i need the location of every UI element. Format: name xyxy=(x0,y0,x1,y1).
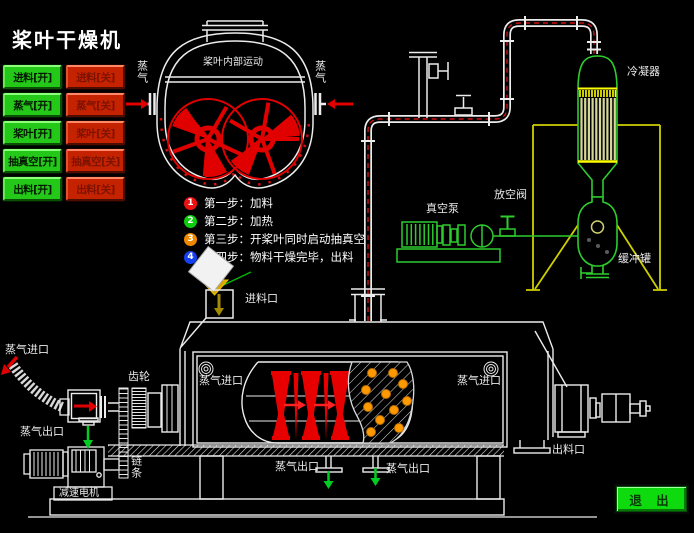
step-1-text: 第一步：加料 xyxy=(204,196,273,210)
sight-glass-icon xyxy=(590,220,605,234)
steam-close-button[interactable]: 蒸气[关] xyxy=(66,93,125,117)
chain-label: 链条 xyxy=(129,455,143,479)
discharge-close-button[interactable]: 出料[关] xyxy=(66,177,125,201)
standpipe-and-valves xyxy=(409,51,473,118)
step-2-badge: 2 xyxy=(184,214,197,228)
vessel-steam-right-label: 蒸气 xyxy=(313,60,327,84)
feed-close-button[interactable]: 进料[关] xyxy=(66,65,125,89)
drain-steam-outlet-right-label: 蒸气出口 xyxy=(386,462,430,475)
gear-motor-label: 减速电机 xyxy=(59,488,99,499)
step-2: 2 第二步：加热 xyxy=(184,213,273,229)
paddle-wheel-left xyxy=(167,98,249,180)
window-steam-inlet-left-label: 蒸气进口 xyxy=(199,374,243,387)
vacuum-close-button[interactable]: 抽真空[关] xyxy=(66,149,125,173)
discharge-port-label: 出料口 xyxy=(552,443,585,456)
left-steam-outlet-label: 蒸气出口 xyxy=(20,425,64,438)
drain-right-arrow-icon xyxy=(370,478,381,486)
vessel-steam-left-label: 蒸气 xyxy=(135,60,149,84)
feed-arrow-icon xyxy=(214,308,224,316)
drain-left-arrow-icon xyxy=(323,481,334,489)
step-1: 1 第一步：加料 xyxy=(184,195,273,211)
step-1-badge: 1 xyxy=(184,196,197,210)
gear-label: 齿轮 xyxy=(128,370,150,383)
feed-assembly xyxy=(187,245,252,319)
buffer-tank-label: 缓冲罐 xyxy=(618,252,651,265)
bearing-icon xyxy=(198,361,499,377)
vacuum-pump-label: 真空泵 xyxy=(426,202,459,215)
hose-steam-arrow-icon xyxy=(1,364,11,375)
step-4-text: 第四步：物料干燥完毕，出料 xyxy=(204,250,354,264)
step-4-badge: 4 xyxy=(184,250,197,264)
vacuum-pump xyxy=(396,215,578,263)
window-steam-inlet-right-label: 蒸气进口 xyxy=(457,374,501,387)
buffer-tank xyxy=(577,196,618,279)
left-drive-assembly xyxy=(67,384,179,433)
machine-vapor-nozzle xyxy=(349,288,387,322)
exit-button[interactable]: 退 出 xyxy=(616,486,687,512)
vent-valve-label: 放空阀 xyxy=(494,188,527,201)
vacuum-open-button[interactable]: 抽真空[开] xyxy=(3,149,62,173)
droplet-icon xyxy=(587,238,609,254)
vessel-diagram xyxy=(123,20,353,189)
chain-icon xyxy=(118,387,129,479)
steam-arrow-right-icon xyxy=(327,99,353,109)
paddle-close-button[interactable]: 桨叶[关] xyxy=(66,121,125,145)
gear-icon xyxy=(131,387,147,429)
vent-valve-icon xyxy=(499,215,516,237)
page-title: 桨叶干燥机 xyxy=(12,28,122,52)
condenser-label: 冷凝器 xyxy=(627,65,660,78)
vessel-label: 桨叶内部运动 xyxy=(203,57,263,68)
trough-paddles xyxy=(271,371,350,440)
step-3-badge: 3 xyxy=(184,232,197,246)
steam-arrow-left-icon xyxy=(123,99,149,109)
feed-bag-icon xyxy=(187,245,235,293)
steam-hose xyxy=(8,362,70,416)
gear-motor xyxy=(23,446,120,501)
feed-chute xyxy=(205,289,234,319)
right-drive-assembly xyxy=(554,384,651,438)
step-4: 4 第四步：物料干燥完毕，出料 xyxy=(184,249,354,265)
paddle-open-button[interactable]: 桨叶[开] xyxy=(3,121,62,145)
feed-open-button[interactable]: 进料[开] xyxy=(3,65,62,89)
left-outlet-arrow-icon xyxy=(83,440,93,449)
material-region xyxy=(347,361,415,444)
material-particles xyxy=(361,368,412,437)
machine-bed xyxy=(108,444,504,457)
step-3-text: 第三步：开桨叶同时启动抽真空 xyxy=(204,232,365,246)
chain-drive xyxy=(118,387,147,479)
paddle-wheel-right xyxy=(221,98,303,180)
vapor-pipe xyxy=(349,16,601,322)
shaft-steam-arrow-icon xyxy=(89,401,97,412)
drain-steam-outlet-left-label: 蒸气出口 xyxy=(275,460,319,473)
hose-steam-inlet-label: 蒸气进口 xyxy=(5,343,49,356)
step-2-text: 第二步：加热 xyxy=(204,214,273,228)
flow-arrows xyxy=(1,355,381,489)
step-3: 3 第三步：开桨叶同时启动抽真空 xyxy=(184,231,365,247)
feed-port-label: 进料口 xyxy=(245,292,278,305)
condenser xyxy=(577,55,618,198)
discharge-open-button[interactable]: 出料[开] xyxy=(3,177,62,201)
steam-open-button[interactable]: 蒸气[开] xyxy=(3,93,62,117)
